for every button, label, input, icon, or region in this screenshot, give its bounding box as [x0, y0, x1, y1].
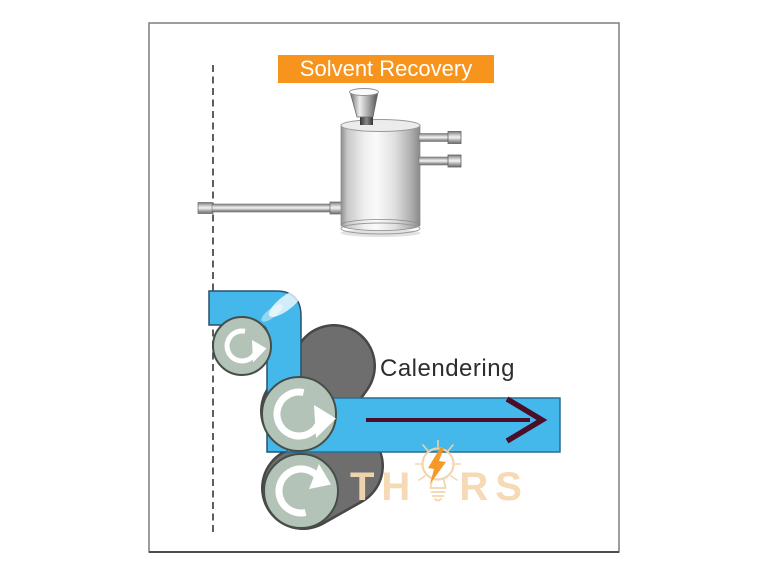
pipe-end-fitting: [197, 202, 214, 214]
film-web-shine: [268, 288, 304, 318]
bottom-roller-rotation-icon: [275, 464, 331, 517]
guide-roller-rotation-icon: [224, 328, 267, 364]
funnel-stem: [360, 116, 373, 125]
vessel-outlet-pipe-top: [418, 131, 462, 144]
solvent-recovery-banner: Solvent Recovery: [278, 55, 494, 83]
diagram-frame: [148, 22, 620, 553]
calender-stack: [208, 288, 561, 530]
banner-label: Solvent Recovery: [299, 56, 473, 81]
tank-body: [340, 124, 421, 226]
tank-top-lid: [340, 119, 421, 132]
guide-roller: [212, 316, 272, 376]
flow-direction-arrow-icon: [366, 396, 548, 444]
vessel-outlet-pipe-bottom: [418, 154, 462, 168]
tank-shadow: [340, 229, 421, 237]
film-web-shine-2: [261, 304, 283, 322]
vessel-inlet-pipe: [197, 201, 344, 215]
top-roller-rotation-icon: [273, 388, 336, 440]
calendering-label: Calendering: [380, 355, 515, 382]
vessel-funnel: [349, 88, 379, 125]
tank-bottom-rim: [340, 219, 421, 231]
solvent-recovery-vessel: [197, 88, 462, 237]
funnel-opening: [349, 88, 379, 96]
tank-bottom-outer-rim: [340, 222, 421, 235]
bottom-calender-roller-face: [263, 453, 339, 529]
pipe-run: [211, 203, 334, 213]
